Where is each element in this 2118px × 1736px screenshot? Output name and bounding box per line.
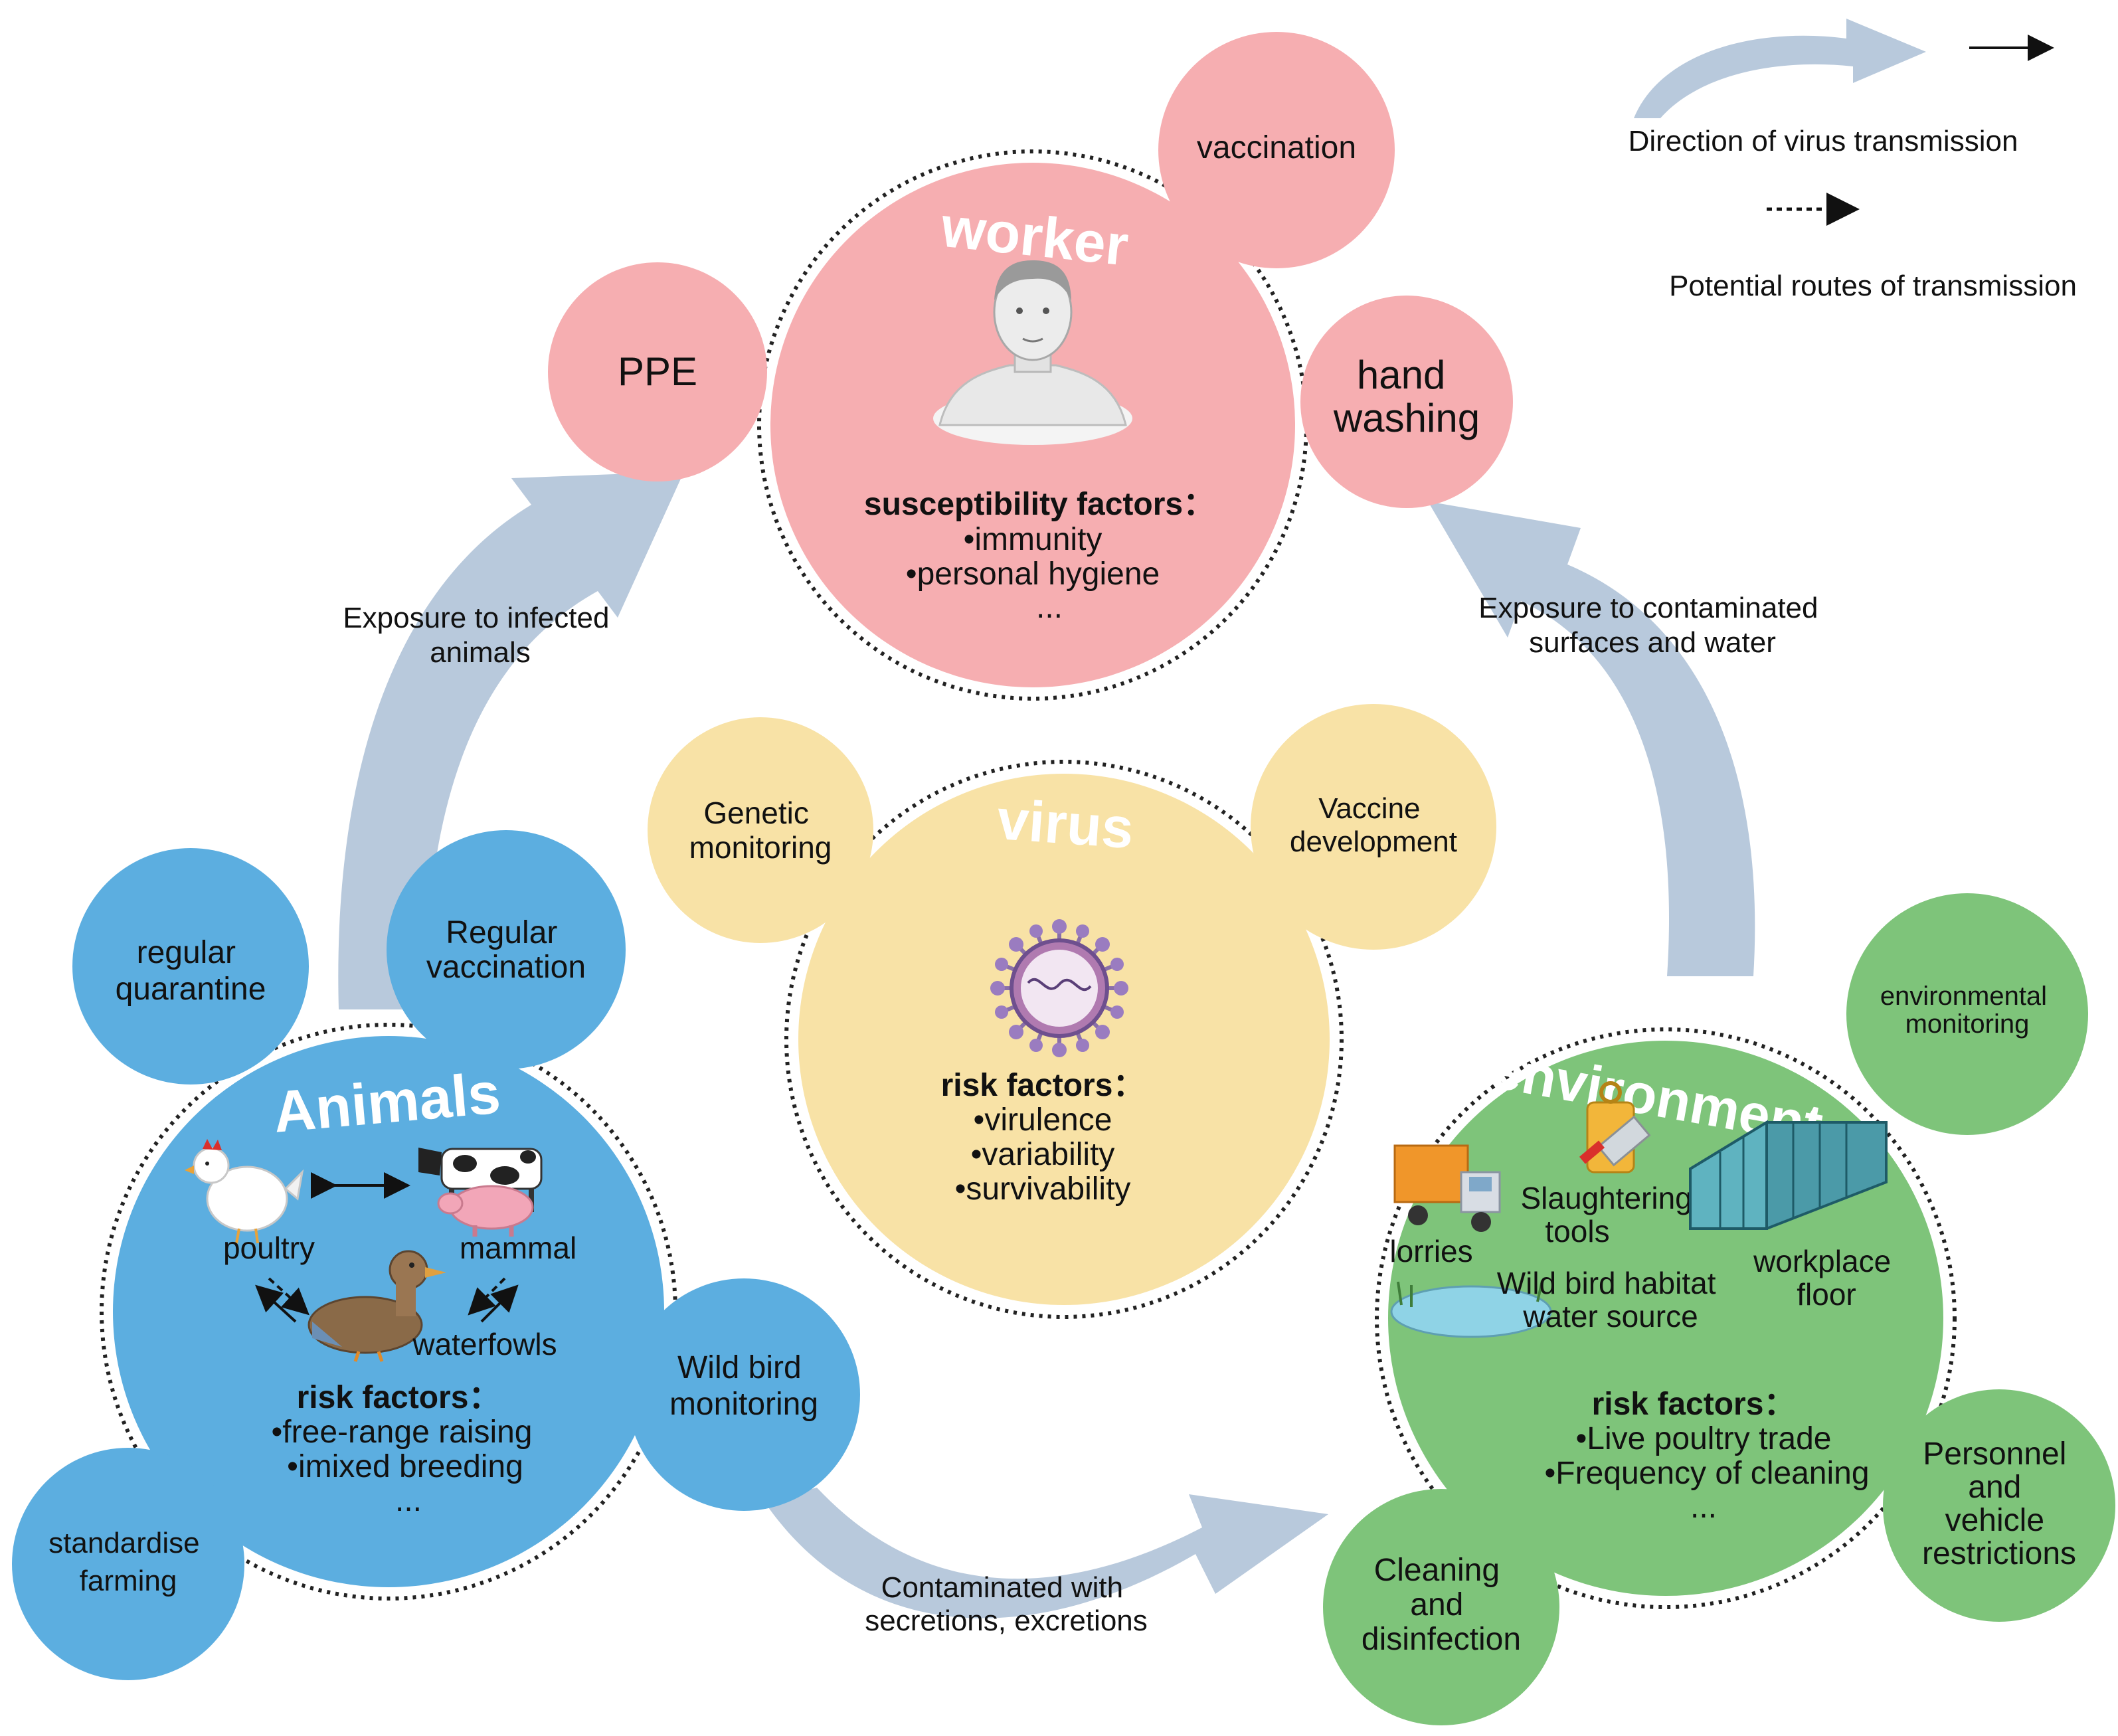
- regular-quarantine-label: regular quarantine: [116, 935, 266, 1007]
- lorries-label: lorries: [1389, 1234, 1472, 1268]
- virus-title: virus: [995, 788, 1136, 861]
- mammal-waterfowl-arrows: [468, 1277, 519, 1323]
- animals-factors-title: risk factors：: [297, 1380, 501, 1415]
- person-icon: [933, 260, 1132, 445]
- greenhouse-icon: [1689, 1120, 1888, 1230]
- legend-solid-label: Direction of virus transmission: [1629, 125, 2018, 157]
- arrow-environment-to-worker-label: Exposure to contaminated surfaces and wa…: [1478, 592, 1826, 659]
- animals-factor-mixed: •imixed breeding: [287, 1449, 523, 1484]
- vaccine-development-satellite: [1251, 704, 1496, 950]
- environment-factors-title: risk factors：: [1592, 1387, 1796, 1422]
- cleaver-icon: [1579, 1081, 1651, 1173]
- environment-hub: environmental monitoring Personnel and v…: [1323, 893, 2115, 1725]
- regular-vaccination-label: Regular vaccination: [426, 915, 586, 985]
- personnel-vehicle-label: Personnel and vehicle restrictions: [1922, 1436, 2076, 1571]
- wild-bird-monitoring-label: Wild bird monitoring: [669, 1350, 818, 1422]
- mammal-label: mammal: [460, 1231, 576, 1265]
- standardise-farming-satellite: [12, 1448, 244, 1680]
- pond-icon: [1390, 1280, 1552, 1338]
- arrow-animals-to-worker-label: Exposure to infected animals: [343, 602, 617, 669]
- virus-factor-virulence: •virulence: [974, 1102, 1112, 1138]
- hand-washing-label: hand washing: [1333, 353, 1480, 440]
- worker-factor-hygiene: •personal hygiene: [906, 557, 1160, 592]
- wild-bird-monitoring-satellite: [628, 1278, 860, 1511]
- ppe-satellite: [548, 262, 767, 481]
- chicken-icon: [185, 1139, 304, 1244]
- virus-icon: [990, 919, 1128, 1057]
- vaccine-development-label: Vaccine development: [1290, 792, 1457, 858]
- animals-factor-more: ...: [395, 1483, 422, 1518]
- virus-factors-title: risk factors：: [941, 1068, 1145, 1103]
- worker-factors-title: susceptibility factors：: [864, 487, 1215, 522]
- arrow-animals-to-environment-label: Contaminated with secretions, excretions: [865, 1571, 1148, 1637]
- animals-factor-free-range: •free-range raising: [272, 1415, 533, 1450]
- cow-icon: [418, 1148, 543, 1212]
- cleaning-disinfection-satellite: [1323, 1489, 1559, 1725]
- environmental-monitoring-label: environmental monitoring: [1880, 982, 2054, 1039]
- vaccination-label: vaccination: [1197, 130, 1356, 165]
- worker-hub: vaccination PPE hand washing worker susc…: [548, 32, 1513, 701]
- poultry-waterfowl-arrows: [255, 1277, 309, 1323]
- duck-icon: [308, 1250, 446, 1362]
- environmental-monitoring-satellite: [1846, 893, 2088, 1135]
- poultry-label: poultry: [223, 1231, 315, 1265]
- virus-circle: [798, 774, 1330, 1305]
- virus-hub: Genetic monitoring Vaccine development v…: [648, 704, 1496, 1319]
- personnel-vehicle-satellite: [1883, 1389, 2115, 1622]
- legend-dotted-label: Potential routes of transmission: [1669, 270, 2077, 302]
- arrow-animals-to-environment: Contaminated with secretions, excretions: [764, 1488, 1328, 1637]
- virus-factor-survivability: •survivability: [955, 1172, 1131, 1207]
- standardise-farming-label: standardise farming: [48, 1527, 208, 1597]
- waterfowls-label: waterfowls: [412, 1327, 557, 1361]
- legend: Direction of virus transmission Potentia…: [1629, 19, 2077, 302]
- virus-factor-variability: •variability: [971, 1137, 1115, 1172]
- arrow-environment-to-worker: Exposure to contaminated surfaces and wa…: [1428, 501, 1826, 976]
- water-source-label: Wild bird habitat water source: [1497, 1266, 1725, 1334]
- pig-icon: [437, 1185, 534, 1237]
- slaughtering-tools-label: Slaughtering tools: [1520, 1181, 1700, 1249]
- vaccination-satellite: [1158, 32, 1395, 268]
- environment-factor-more: ...: [1690, 1490, 1717, 1525]
- genetic-monitoring-satellite: [648, 717, 873, 943]
- animals-hub: regular quarantine Regular vaccination W…: [12, 830, 860, 1680]
- cleaning-disinfection-label: Cleaning and disinfection: [1362, 1553, 1521, 1657]
- environment-factor-cleaning: •Frequency of cleaning: [1544, 1456, 1869, 1491]
- legend-solid-arrow: [1634, 19, 1926, 118]
- hand-washing-satellite: [1300, 296, 1513, 508]
- lorry-icon: [1393, 1144, 1501, 1232]
- genetic-monitoring-label: Genetic monitoring: [689, 796, 832, 865]
- regular-vaccination-satellite: [387, 830, 626, 1069]
- ppe-label: PPE: [618, 349, 697, 394]
- environment-factor-trade: •Live poultry trade: [1575, 1421, 1831, 1456]
- worker-factor-more: ...: [1036, 590, 1063, 625]
- virus-dotted-ring: [784, 760, 1344, 1319]
- workplace-floor-label: workplace floor: [1753, 1244, 1899, 1312]
- environment-dotted-ring: [1375, 1027, 1957, 1609]
- worker-factor-immunity: •immunity: [964, 522, 1103, 557]
- regular-quarantine-satellite: [72, 848, 309, 1085]
